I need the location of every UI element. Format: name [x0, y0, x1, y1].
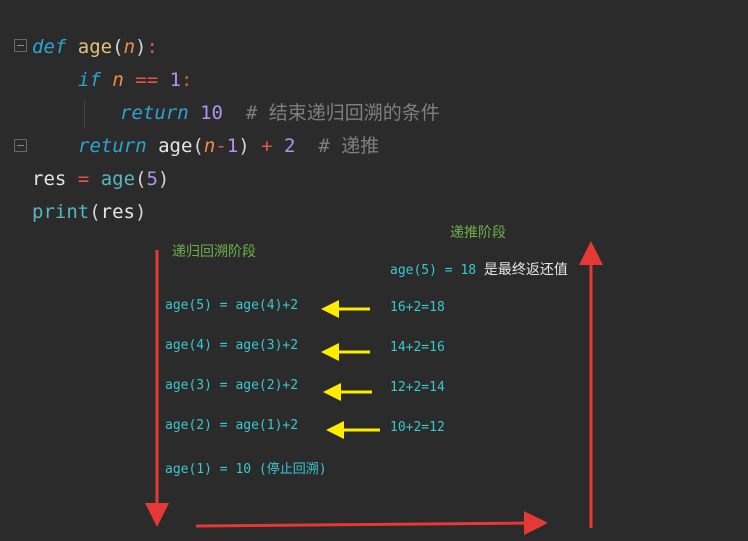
paren: (	[192, 135, 204, 157]
paren: )	[157, 168, 170, 190]
forward-sum: 12+2=14	[390, 380, 445, 395]
number: 2	[284, 135, 296, 157]
code-line-1[interactable]: def age(n):	[32, 36, 158, 58]
indent-guide	[84, 100, 85, 128]
code-line-4[interactable]: return age(n-1) + 2 # 递推	[78, 135, 379, 157]
variable: res	[32, 168, 67, 190]
fold-toggle-icon[interactable]	[14, 139, 27, 152]
keyword-return: return	[120, 102, 189, 124]
keyword-return: return	[78, 135, 147, 157]
paren: )	[135, 36, 147, 58]
comment: # 递推	[318, 135, 380, 157]
function-call: age	[100, 168, 136, 190]
paren: (	[135, 168, 147, 190]
code-line-3[interactable]: return 10 # 结束递归回溯的条件	[120, 102, 440, 124]
forward-sum: 10+2=12	[390, 420, 445, 435]
keyword-def: def	[32, 36, 67, 58]
parameter: n	[112, 69, 124, 91]
forward-sum: 16+2=18	[390, 300, 445, 315]
final-result-expression: age(5) = 18	[390, 263, 484, 278]
number: 1	[169, 69, 182, 91]
recursion-step: age(5) = age(4)+2	[165, 298, 299, 313]
recursion-step: age(4) = age(3)+2	[165, 338, 299, 353]
recursion-phase-label: 递归回溯阶段	[172, 244, 256, 260]
parameter: n	[123, 36, 136, 58]
recursion-step: age(2) = age(1)+2	[165, 418, 299, 433]
forward-phase-label: 递推阶段	[450, 225, 506, 241]
colon: :	[146, 36, 158, 58]
function-call: age	[158, 135, 193, 157]
final-result-caption: 是最终返还值	[483, 262, 568, 278]
number: 1	[226, 135, 239, 157]
paren: )	[238, 135, 250, 157]
operator: =	[77, 168, 90, 190]
operator: +	[261, 135, 273, 157]
final-result-note: age(5) = 18 是最终返还值	[390, 259, 568, 279]
paren: )	[134, 201, 147, 223]
operator: -	[215, 135, 227, 157]
operator: ==	[135, 69, 159, 91]
colon: :	[181, 69, 193, 91]
comment: # 结束递归回溯的条件	[245, 102, 440, 124]
code-line-5[interactable]: res = age(5)	[32, 168, 169, 190]
bottom-right-arrow	[195, 511, 548, 536]
recursion-base-case: age(1) = 10 (停止回溯)	[165, 462, 327, 477]
function-name: age	[77, 36, 113, 58]
parameter: n	[203, 135, 216, 157]
forward-sum: 14+2=16	[390, 340, 445, 355]
recursion-step: age(3) = age(2)+2	[165, 378, 299, 393]
code-line-6[interactable]: print(res)	[32, 201, 146, 223]
number: 5	[146, 168, 158, 190]
paren: (	[89, 201, 101, 223]
fold-toggle-icon[interactable]	[14, 39, 27, 52]
variable: res	[100, 201, 135, 223]
code-line-2[interactable]: if n == 1:	[78, 69, 193, 91]
number: 10	[200, 102, 223, 124]
keyword-if: if	[78, 69, 101, 91]
builtin-print: print	[32, 201, 90, 223]
paren: (	[112, 36, 124, 58]
